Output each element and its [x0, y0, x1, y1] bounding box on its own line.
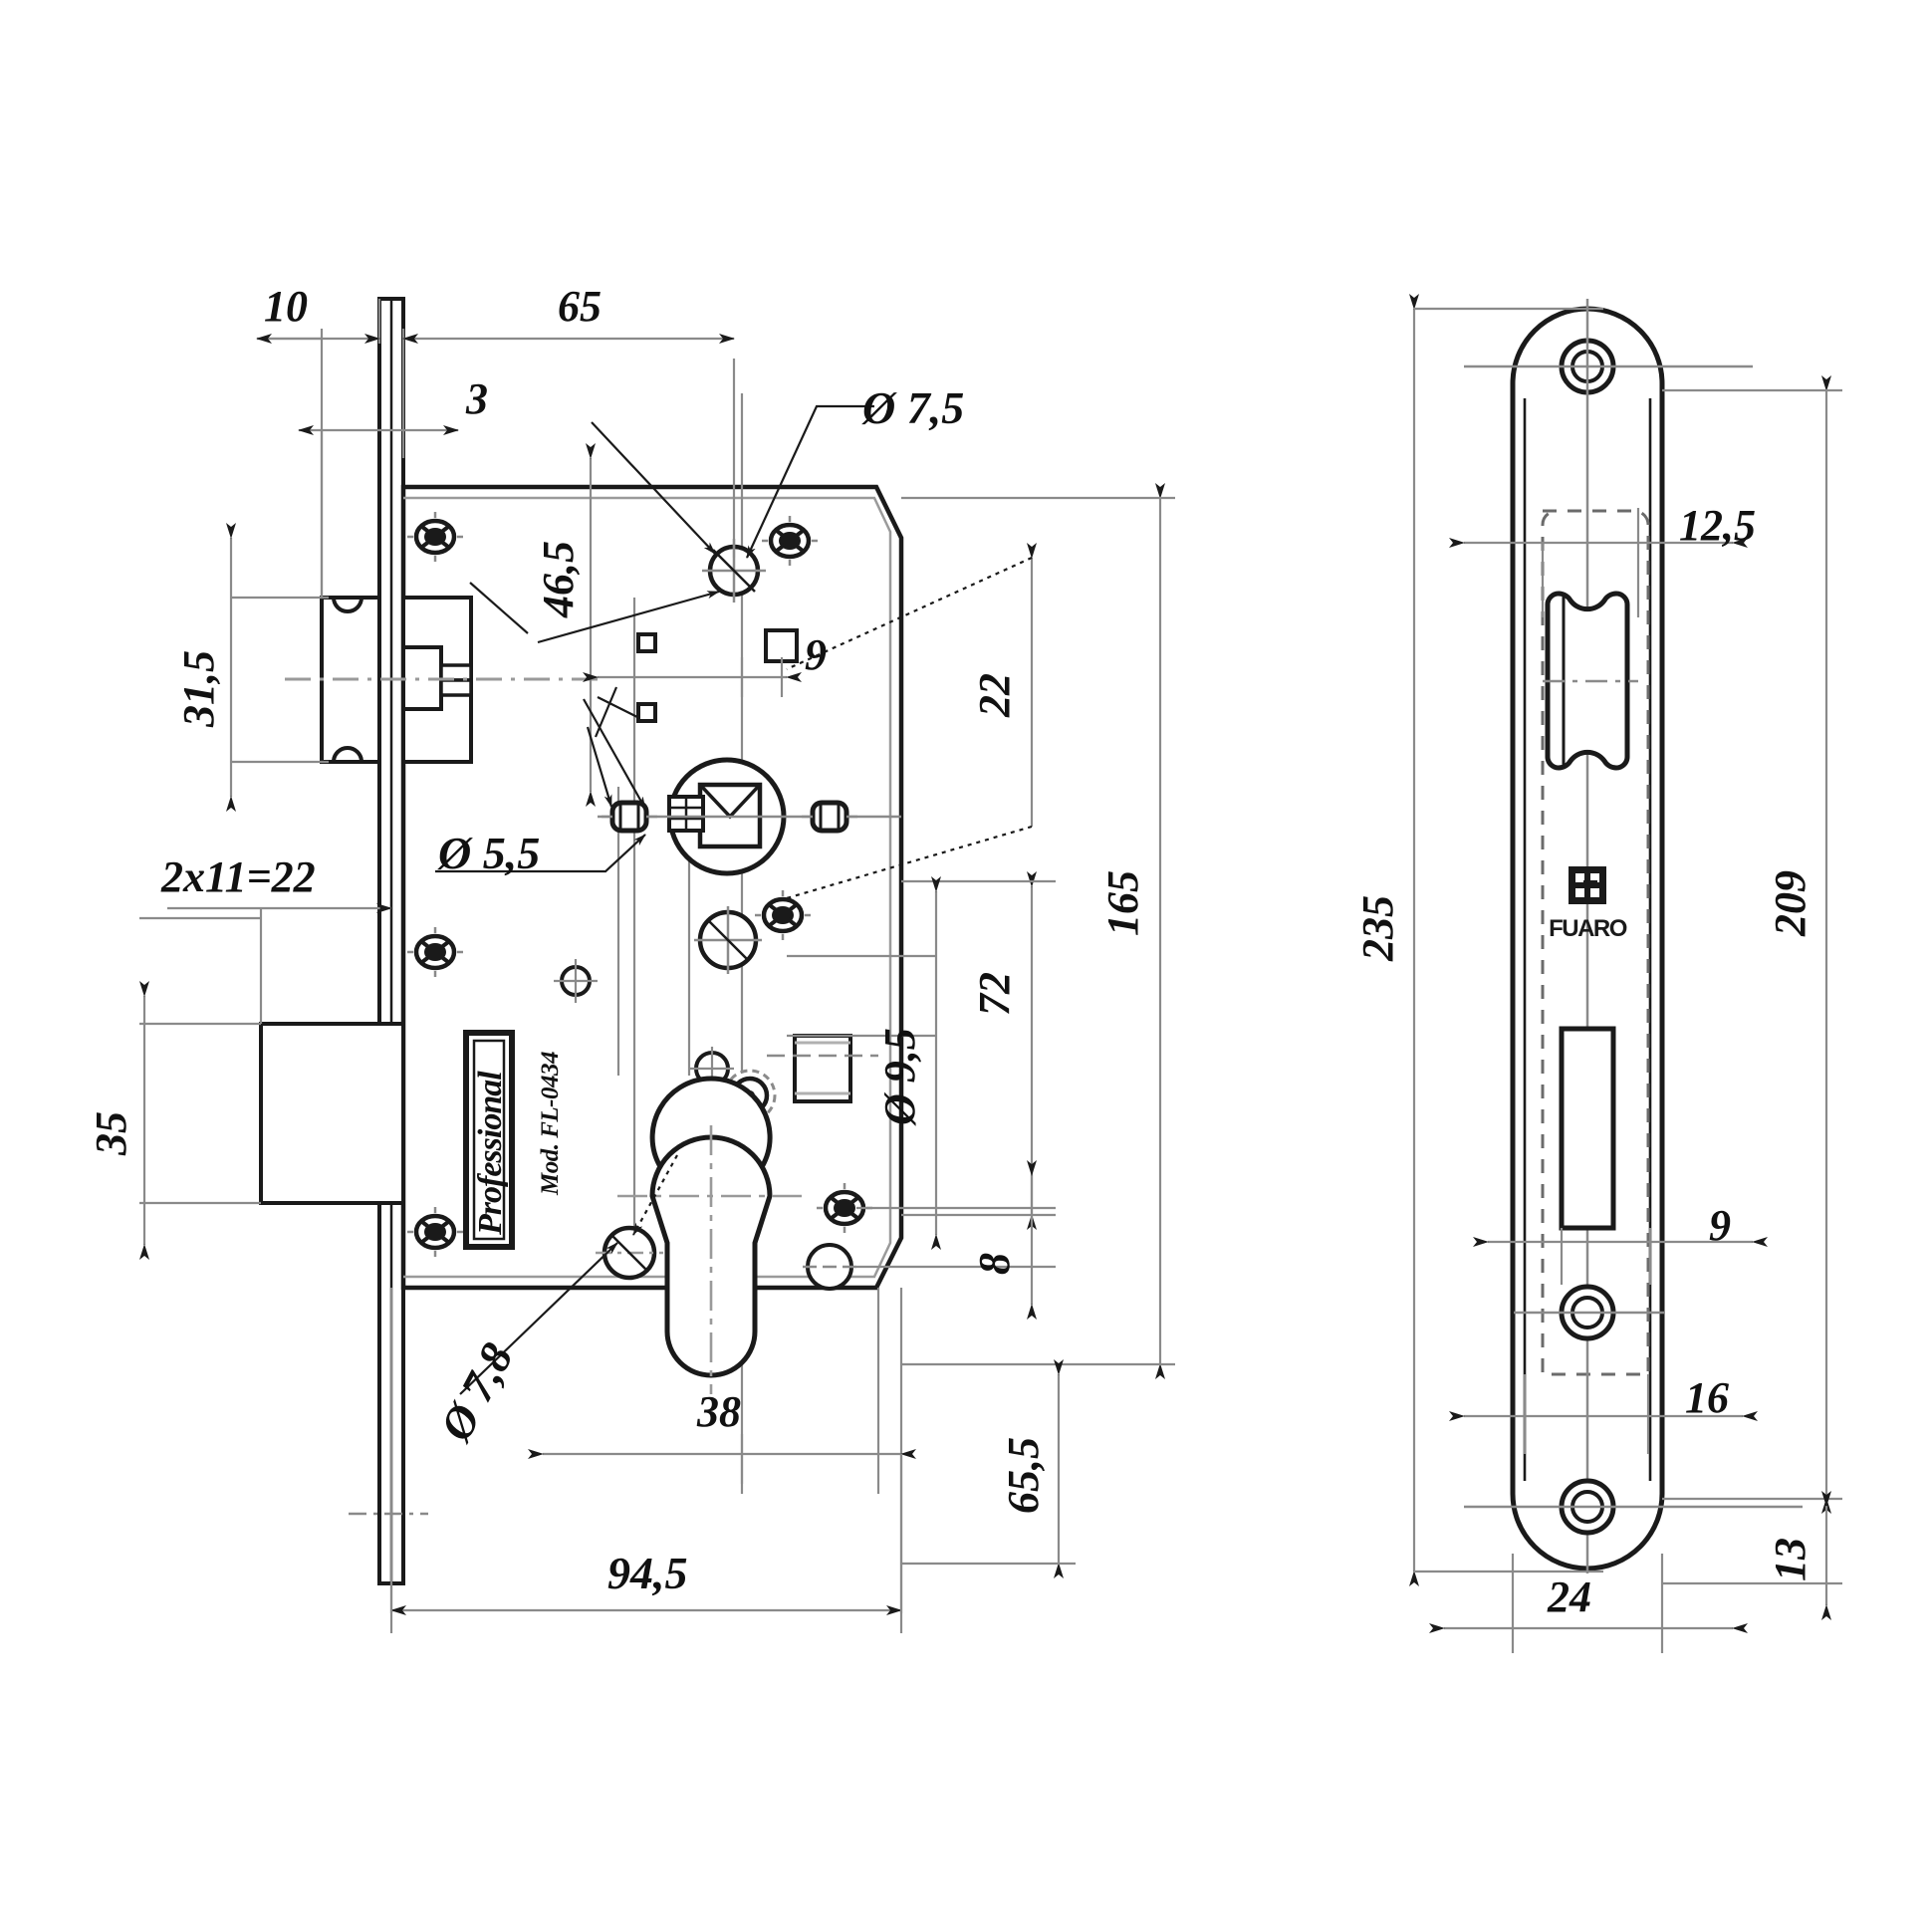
dim-94-5: 94,5 — [607, 1548, 688, 1598]
dim-2x11-22: 2x11=22 — [160, 852, 316, 901]
dim-209: 209 — [1766, 870, 1814, 937]
faceplate-dashed-outlines — [1541, 509, 1650, 1376]
model-text: Mod. FL-0434 — [537, 1052, 564, 1196]
hole-dia-7-5 — [702, 539, 766, 603]
dim-65: 65 — [558, 282, 602, 331]
faceplate-latch-opening — [1543, 591, 1638, 771]
dim-165: 165 — [1098, 870, 1147, 936]
faceplate-deadbolt-opening — [1559, 1026, 1616, 1231]
square-hole-upper — [636, 632, 657, 653]
small-hole-a — [554, 959, 598, 1003]
dim-22: 22 — [970, 673, 1019, 718]
dim-16: 16 — [1685, 1373, 1729, 1422]
latch-bolt — [285, 596, 598, 764]
dim-65-5: 65,5 — [999, 1437, 1048, 1514]
dim-square-9: 9 — [805, 630, 827, 679]
front-section-view: Professional Mod. FL-0434 10 65 3 31,5 4… — [87, 282, 1175, 1633]
faceplate-screw-middle — [1514, 1284, 1665, 1341]
dim-10: 10 — [264, 282, 308, 331]
dim-235: 235 — [1353, 895, 1402, 962]
dim-13: 13 — [1766, 1538, 1814, 1581]
dim-24: 24 — [1547, 1572, 1591, 1621]
faceplate-screw-bottom — [1464, 1478, 1803, 1536]
small-hole-c — [803, 1243, 856, 1291]
faceplate-screw-top — [1464, 299, 1753, 1573]
dim-dia-7-5: Ø 7,5 — [861, 382, 964, 433]
dim-12-5: 12,5 — [1679, 501, 1756, 550]
front-leader-lines — [435, 404, 1033, 1395]
dim-31-5: 31,5 — [174, 650, 223, 728]
square-hole-reference — [764, 628, 799, 663]
dead-bolt — [139, 916, 405, 1205]
dim-46-5: 46,5 — [534, 541, 583, 618]
brand-plate — [463, 1030, 515, 1250]
dim-dia-7-8: Ø 7,8 — [429, 1334, 522, 1449]
hole-dia-7-8 — [596, 1225, 663, 1281]
dim-dia-9-5: Ø 9,5 — [875, 1028, 924, 1126]
faceplate-brand-mark — [1569, 866, 1606, 904]
square-hole-lower — [636, 702, 657, 723]
dim-8: 8 — [970, 1253, 1019, 1275]
front-dimension-lines — [139, 299, 1175, 1633]
lock-case-body — [400, 484, 904, 1291]
dim-38: 38 — [696, 1387, 741, 1436]
dim-35: 35 — [87, 1111, 135, 1156]
dim-72: 72 — [970, 972, 1019, 1016]
dim-3: 3 — [465, 374, 488, 423]
brand-plate-text: Professional — [472, 1071, 509, 1236]
faceplate-view: FUARO — [1353, 294, 1842, 1653]
euro-cylinder-hole — [617, 1076, 802, 1394]
dim-dia-5-5: Ø 5,5 — [437, 828, 540, 878]
side-dimension-lines — [1409, 294, 1842, 1653]
rectangular-slot — [767, 1034, 878, 1103]
faceplate-brand-text: FUARO — [1549, 915, 1627, 942]
hole-dia-5-5 — [694, 906, 762, 974]
dim-9-side: 9 — [1709, 1201, 1731, 1250]
